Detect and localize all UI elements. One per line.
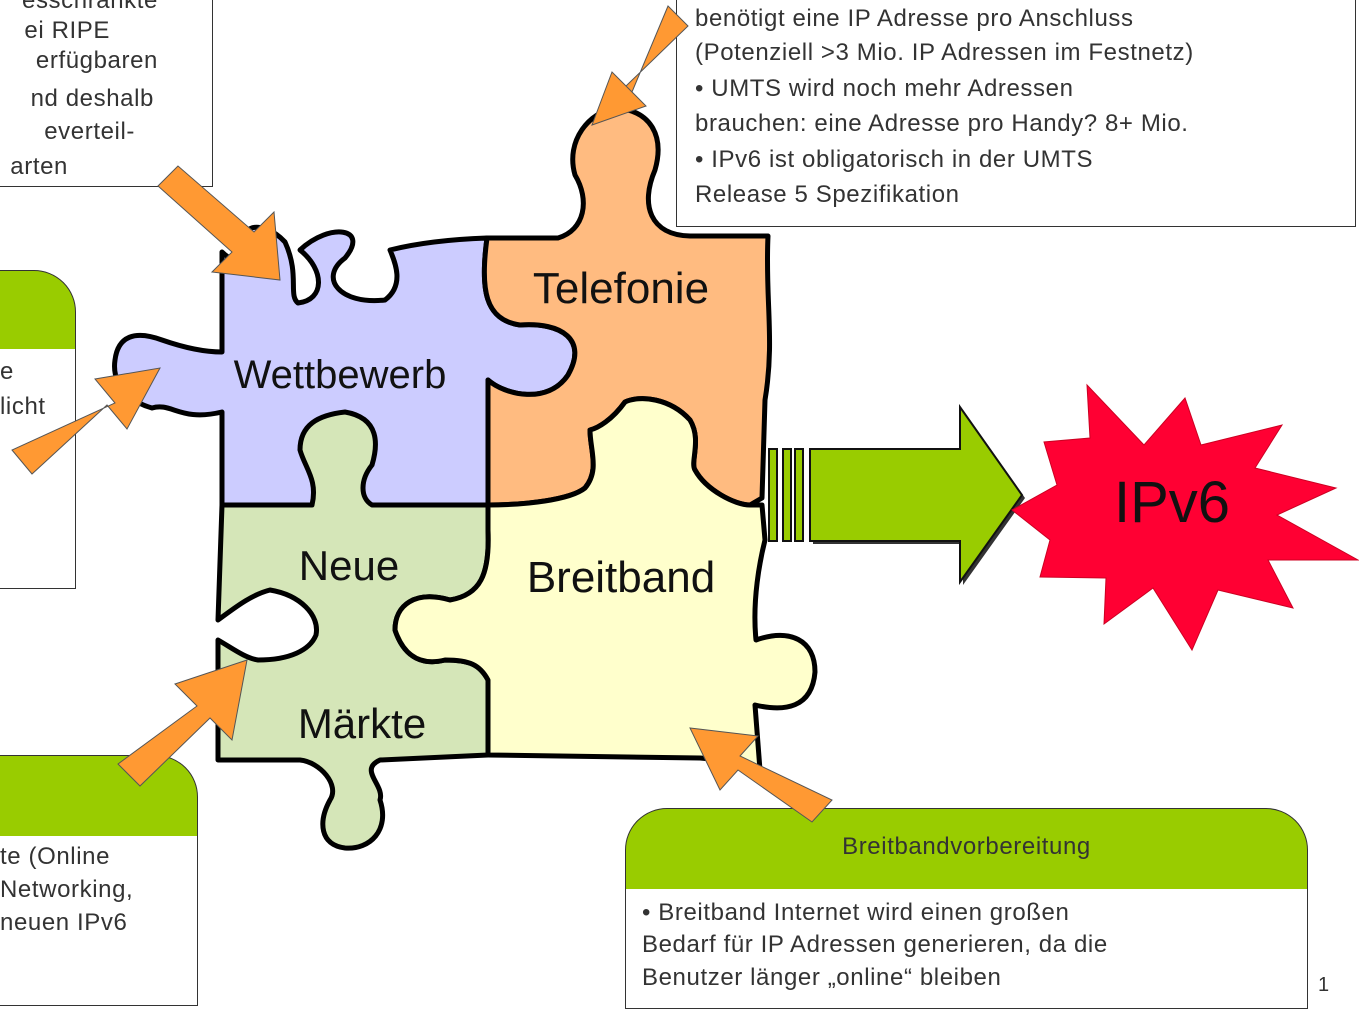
text-box-top-right — [676, 0, 1356, 227]
text-line: • IPv6 ist obligatorisch in der UMTS — [695, 146, 1094, 173]
text-line: nd deshalb — [30, 85, 154, 112]
box-breitband-header: Breitbandvorbereitung — [625, 808, 1308, 890]
label-telefonie: Telefonie — [533, 264, 709, 313]
box-breitband-body — [625, 889, 1308, 1009]
ipv6-starburst: IPv6 — [1011, 383, 1359, 652]
text-line: benötigt eine IP Adresse pro Anschluss — [695, 5, 1134, 32]
text-line: ei RIPE — [24, 17, 110, 44]
label-neue: Neue — [299, 542, 399, 589]
text-line: Bedarf für IP Adressen generieren, da di… — [642, 931, 1108, 958]
text-line: Benutzer länger „online“ bleiben — [642, 964, 1002, 991]
text-box-top-left — [0, 0, 213, 187]
page-number: 1 — [1318, 974, 1330, 996]
orange-arrow-bottom-right — [689, 727, 833, 823]
text-line: licht — [0, 393, 46, 420]
orange-arrow-upper-left — [157, 165, 281, 281]
orange-arrow-top — [591, 5, 689, 126]
green-arrow — [768, 403, 1025, 586]
label-breitband: Breitband — [527, 553, 715, 602]
text-line: • UMTS wird noch mehr Adressen — [695, 75, 1074, 102]
ipv6-label: IPv6 — [1114, 470, 1230, 535]
text-line: e — [0, 358, 14, 385]
label-maerkte: Märkte — [298, 700, 426, 747]
box-bottom-left-body — [0, 836, 198, 1006]
text-line: brauchen: eine Adresse pro Handy? 8+ Mio… — [695, 110, 1189, 137]
text-line: • Breitband Internet wird einen großen — [642, 899, 1070, 926]
puzzle-piece-breitband — [392, 396, 818, 773]
label-wettbewerb: Wettbewerb — [234, 353, 447, 397]
text-line: neuen IPv6 — [0, 909, 128, 936]
box-breitband-title: Breitbandvorbereitung — [842, 833, 1091, 860]
text-line: esschränkte — [22, 0, 158, 14]
orange-arrow-bottom-left — [117, 659, 248, 787]
text-line: (Potenziell >3 Mio. IP Adressen im Festn… — [695, 39, 1194, 66]
orange-arrow-left — [11, 367, 161, 475]
text-line: Release 5 Spezifikation — [695, 181, 960, 208]
text-line: erfügbaren — [35, 47, 158, 74]
text-line: te (Online — [0, 843, 111, 870]
text-line: arten — [10, 153, 68, 180]
text-line: everteil- — [44, 118, 135, 145]
text-line: Networking, — [0, 876, 134, 903]
